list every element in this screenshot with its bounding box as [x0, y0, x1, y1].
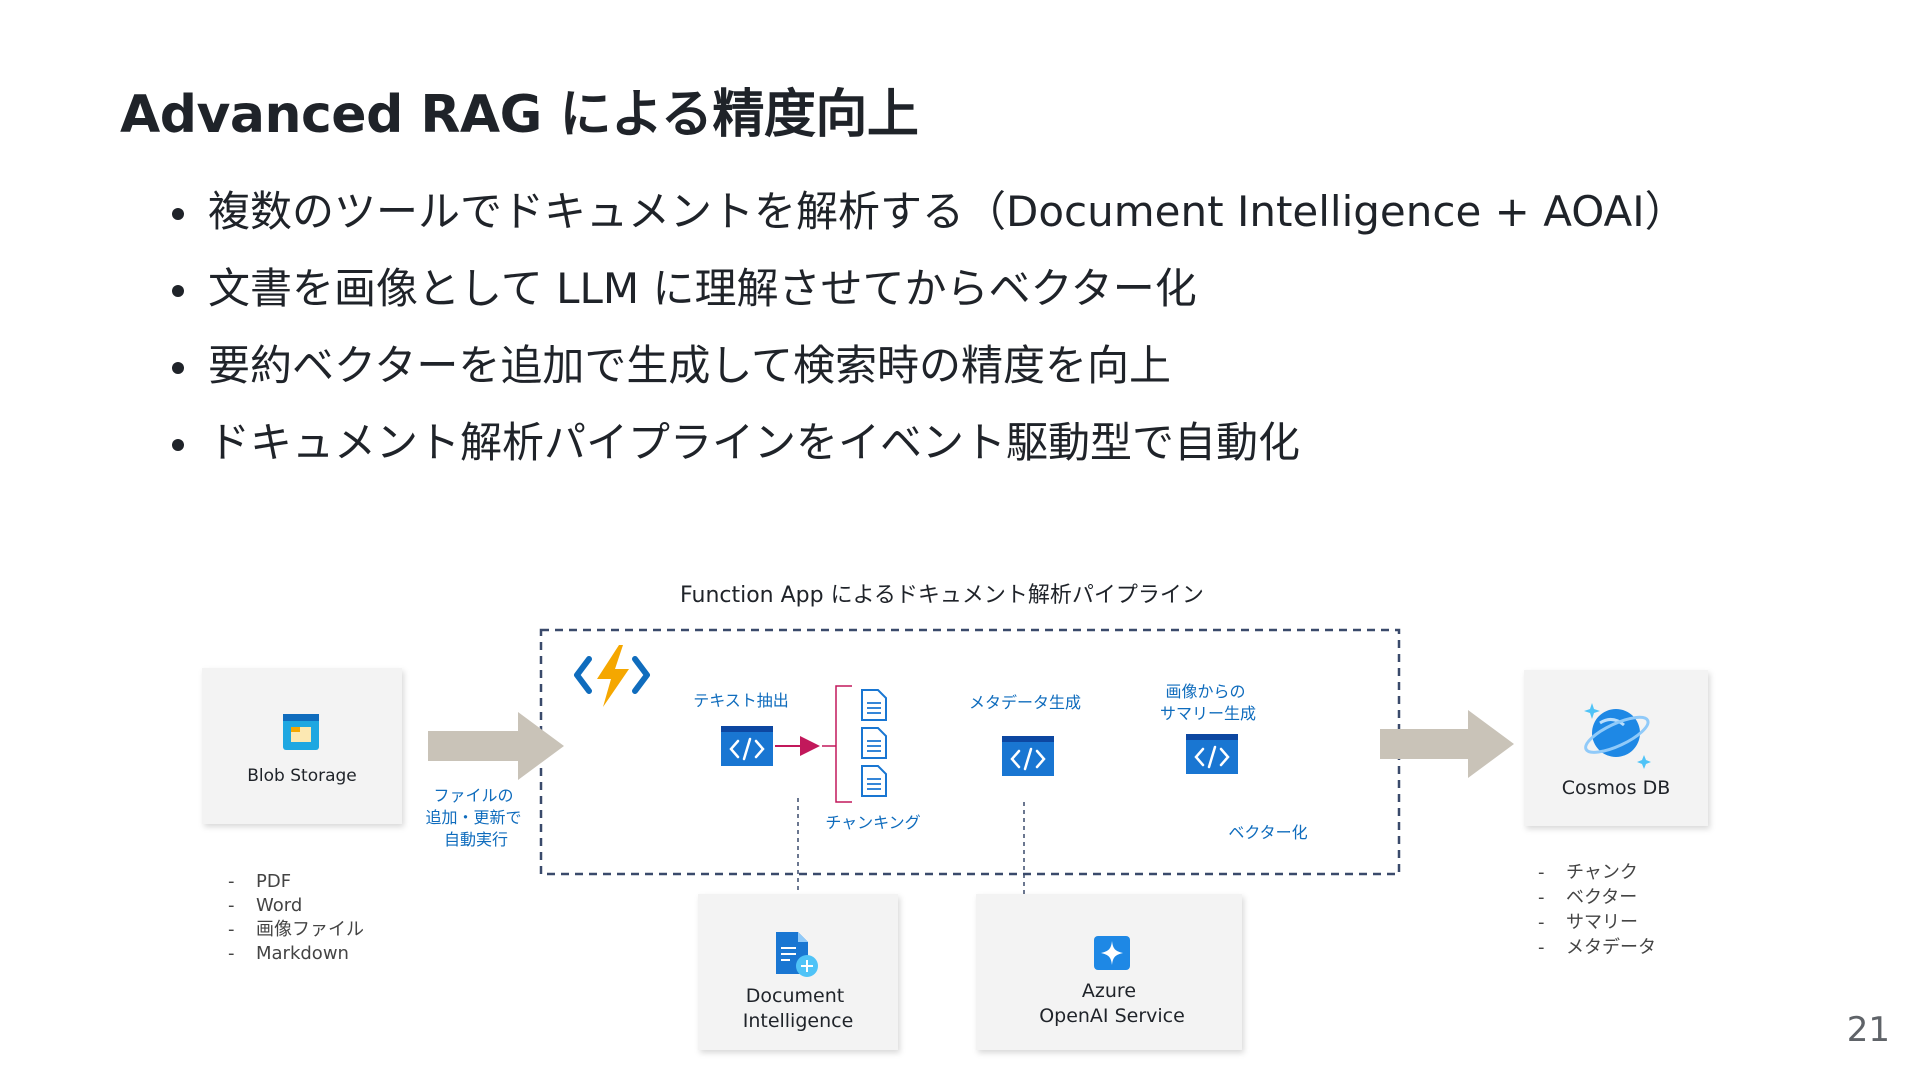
stored-item: ベクター: [1566, 887, 1637, 908]
source-format-item: Markdown: [256, 943, 349, 964]
document-intelligence-label-line: Document: [746, 985, 844, 1007]
document-intelligence-label-line: Intelligence: [743, 1010, 854, 1032]
step-image-summary-line: 画像からの: [1165, 682, 1245, 701]
azure-openai-label-line: OpenAI Service: [1039, 1005, 1185, 1027]
source-format-item: Word: [256, 895, 302, 916]
step-image-summary-label: 画像からの サマリー生成: [1160, 682, 1256, 723]
list-dash: -: [1538, 862, 1545, 883]
step-vectorize-label: ベクター化: [1228, 823, 1307, 842]
function-app-icon: [574, 645, 650, 707]
stored-item: サマリー: [1566, 912, 1638, 933]
step-metadata-label: メタデータ生成: [969, 693, 1081, 712]
bullet-item: 複数のツールでドキュメントを解析する（Document Intelligence…: [160, 188, 1687, 265]
image-summary-code-icon: [1186, 734, 1238, 774]
list-dash: -: [1538, 937, 1545, 958]
list-dash: -: [228, 871, 235, 892]
blob-storage-label: Blob Storage: [247, 766, 357, 786]
document-icon: [861, 727, 887, 759]
document-intelligence-icon: [776, 932, 818, 977]
step-text-extraction-label: テキスト抽出: [693, 691, 789, 710]
trigger-label-line: ファイルの: [433, 786, 513, 805]
azure-openai-icon: [1094, 936, 1130, 970]
blob-storage-card: Blob Storage: [202, 668, 402, 824]
text-extraction-code-icon: [721, 726, 773, 766]
list-dash: -: [228, 895, 235, 916]
blob-storage-icon: [283, 714, 319, 750]
cosmos-db-label: Cosmos DB: [1562, 777, 1671, 799]
bullet-item: 文書を画像として LLM に理解させてからベクター化: [160, 265, 1687, 342]
step-chunking-label: チャンキング: [825, 813, 920, 832]
metadata-code-icon: [1002, 736, 1054, 776]
stored-items-list: - チャンク - ベクター - サマリー - メタデータ: [1538, 862, 1656, 958]
list-dash: -: [228, 919, 235, 940]
source-format-item: PDF: [256, 871, 291, 892]
step-image-summary-line: サマリー生成: [1160, 704, 1256, 723]
azure-openai-card: Azure OpenAI Service: [976, 894, 1242, 1050]
ingest-arrow: [428, 712, 564, 780]
bullet-item: 要約ベクターを追加で生成して検索時の精度を向上: [160, 342, 1687, 419]
trigger-label: ファイルの 追加・更新で 自動実行: [425, 786, 526, 849]
document-intelligence-label: Document Intelligence: [743, 985, 854, 1032]
stored-item: メタデータ: [1566, 937, 1656, 958]
stored-item: チャンク: [1566, 862, 1638, 883]
output-arrow: [1380, 710, 1514, 778]
chunk-bracket: [822, 685, 852, 803]
source-format-list: - PDF - Word - 画像ファイル - Markdown: [228, 871, 364, 964]
bullet-list: 複数のツールでドキュメントを解析する（Document Intelligence…: [160, 188, 1687, 496]
page-number: 21: [1846, 1010, 1890, 1050]
document-intelligence-card: Document Intelligence: [698, 894, 898, 1050]
cosmos-db-card: Cosmos DB: [1524, 670, 1708, 826]
list-dash: -: [1538, 912, 1545, 933]
cosmos-db-icon: [1584, 703, 1651, 769]
document-icon: [861, 689, 887, 721]
azure-openai-label: Azure OpenAI Service: [1039, 980, 1185, 1027]
document-icon: [861, 765, 887, 797]
slide-title: Advanced RAG による精度向上: [120, 85, 919, 145]
source-format-item: 画像ファイル: [256, 919, 364, 940]
trigger-label-line: 追加・更新で: [425, 808, 521, 827]
list-dash: -: [1538, 887, 1545, 908]
pipeline-title: Function App によるドキュメント解析パイプライン: [680, 583, 1204, 608]
trigger-label-line: 自動実行: [444, 830, 508, 849]
bullet-item: ドキュメント解析パイプラインをイベント駆動型で自動化: [160, 419, 1687, 496]
azure-openai-label-line: Azure: [1082, 980, 1136, 1002]
list-dash: -: [228, 943, 235, 964]
